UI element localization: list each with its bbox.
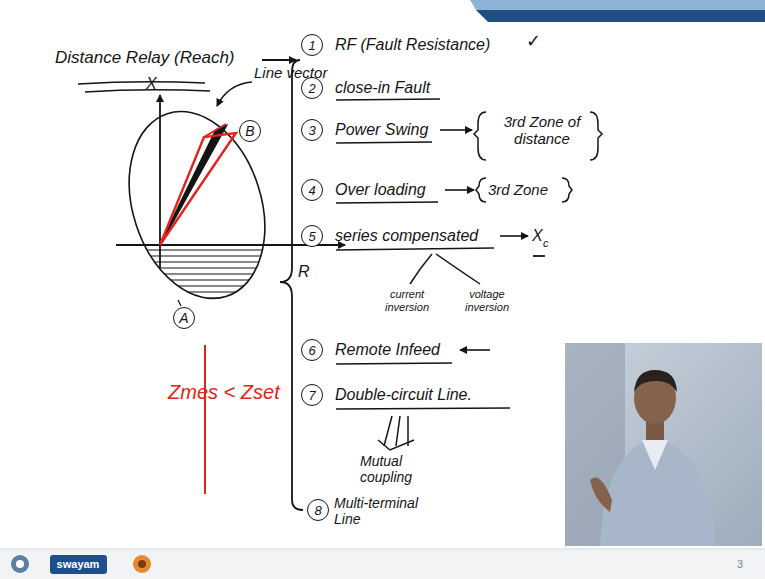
arrow: [460, 349, 490, 351]
list-item: series compensated: [335, 226, 478, 245]
callout-number: 3: [301, 119, 323, 141]
mho-circle: [106, 94, 287, 316]
underline: [336, 142, 432, 143]
circle-text: 4: [308, 184, 315, 197]
top-band: [470, 0, 765, 10]
circle-text: 8: [314, 504, 321, 517]
circle-text: B: [245, 124, 254, 138]
underline: [336, 99, 440, 100]
consequence-note: Mutual coupling: [360, 453, 440, 485]
list-item: Power Swing: [335, 120, 428, 139]
annotation: Line vector: [254, 64, 327, 82]
underline: [336, 363, 452, 364]
list-item: Double-circuit Line.: [335, 385, 472, 404]
red-line: [204, 124, 226, 137]
underline: [336, 408, 510, 409]
circle-text: 1: [308, 39, 315, 52]
branch-note: voltage inversion: [456, 288, 518, 313]
presenter: [642, 440, 668, 470]
top-band: [476, 10, 765, 22]
circle-text: 3: [308, 124, 315, 137]
circle-text: 5: [308, 230, 315, 243]
branch-line: [410, 254, 432, 284]
list-item: Over loading: [335, 180, 426, 199]
logo: [11, 555, 29, 573]
logo-text: swayam: [57, 559, 100, 570]
arrow-stroke: [384, 416, 392, 446]
presenter: [590, 478, 612, 513]
callout-number: 7: [301, 384, 323, 406]
symbol-subscript: c: [543, 237, 549, 250]
condition-note: Zmes < Zset: [168, 380, 280, 404]
axis-label: R: [298, 262, 310, 281]
list-item: Multi-terminal Line: [334, 495, 434, 527]
video-inset: [565, 343, 762, 546]
check-mark: ✓: [526, 30, 541, 52]
hatching: [120, 250, 280, 298]
arrow-head: [378, 440, 414, 450]
arrow: [445, 189, 474, 191]
callout-number: 8: [307, 499, 329, 521]
red-line: [204, 345, 206, 494]
point-label: B: [239, 120, 261, 142]
logo: [138, 560, 146, 568]
brace: [562, 178, 572, 202]
axis-label: X: [146, 74, 157, 93]
presenter: [634, 370, 677, 392]
brace-note: 3rd Zone: [488, 181, 548, 199]
logo-badge: swayam: [50, 555, 107, 574]
list-item: Remote Infeed: [335, 340, 440, 359]
list-item: close-in Fault: [335, 78, 430, 97]
line-vector: [160, 126, 226, 245]
leader-line: [217, 82, 252, 106]
logo: [133, 555, 151, 573]
brace: [590, 112, 602, 160]
footer-line: [0, 549, 765, 550]
branch-note: current inversion: [376, 288, 438, 313]
brace-note: 3rd Zone of distance: [490, 113, 594, 148]
arrow: [500, 235, 528, 237]
red-triangle: [160, 133, 236, 245]
circle-text: A: [179, 311, 188, 325]
page-number: 3: [737, 558, 743, 571]
brace: [474, 112, 486, 160]
underline: [336, 202, 438, 203]
callout-number: 6: [301, 339, 323, 361]
underline: [78, 82, 205, 84]
circle-text: 7: [308, 389, 315, 402]
callout-number: 1: [301, 34, 323, 56]
symbol: X: [532, 226, 543, 245]
footer-bar: [0, 549, 765, 579]
curly-brace: [280, 60, 303, 510]
underline: [336, 248, 494, 250]
presenter: [600, 438, 716, 546]
callout-number: 5: [301, 225, 323, 247]
heading-note: Distance Relay (Reach): [55, 48, 235, 68]
leader-line: [178, 300, 181, 306]
circle-text: 2: [308, 82, 315, 95]
arrow: [262, 59, 296, 61]
arrow-stroke: [396, 416, 400, 446]
list-item: RF (Fault Resistance): [335, 35, 490, 54]
arrow: [440, 129, 472, 131]
circle-text: 6: [308, 344, 315, 357]
underline: [533, 255, 545, 257]
branch-line: [436, 254, 480, 284]
logo: [16, 560, 24, 568]
brace: [476, 178, 486, 202]
callout-number: 4: [301, 179, 323, 201]
point-label: A: [173, 307, 195, 329]
